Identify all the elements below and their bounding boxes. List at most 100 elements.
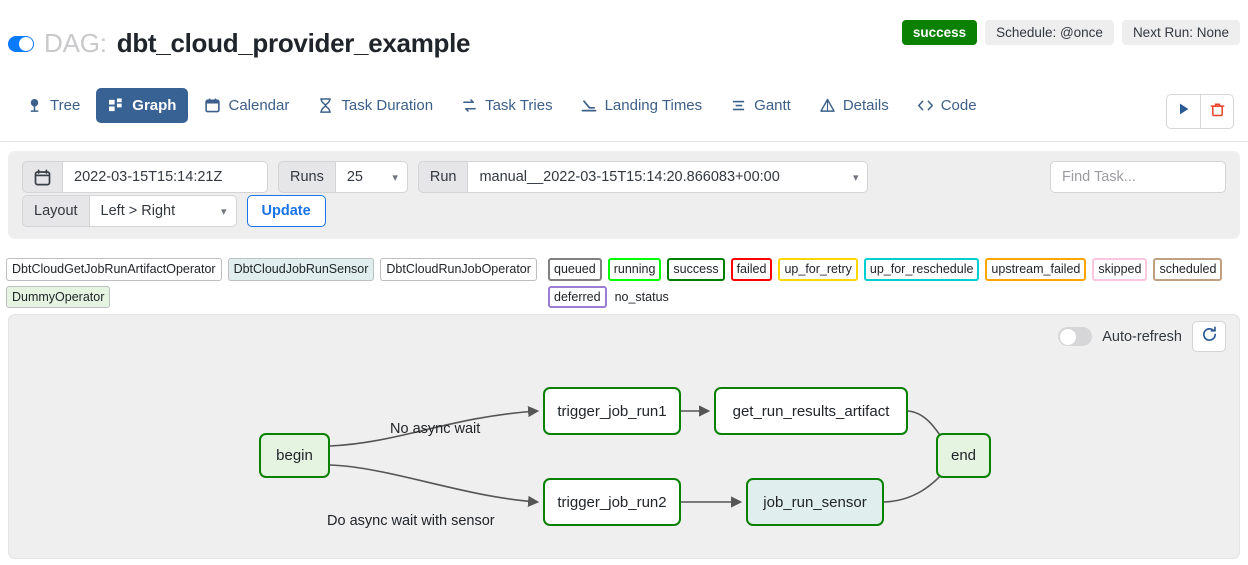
layout-select[interactable]: Left > Right ▾ (89, 195, 237, 227)
chevron-down-icon: ▾ (221, 205, 227, 218)
hourglass-icon (317, 97, 334, 114)
tab-label: Details (842, 97, 889, 114)
layout-label: Layout (22, 195, 90, 227)
refresh-button[interactable] (1192, 321, 1226, 352)
graph-icon (108, 97, 125, 114)
filter-row-bottom: Layout Left > Right ▾ Update (22, 195, 326, 227)
chevron-down-icon: ▾ (392, 171, 398, 184)
layout-group: Layout Left > Right ▾ (22, 195, 237, 227)
code-icon (917, 97, 934, 114)
graph-canvas[interactable]: begin trigger_job_run1 get_run_results_a… (9, 315, 1239, 558)
tab-label: Task Tries (485, 97, 553, 114)
num-runs-select[interactable]: 25 ▾ (335, 161, 408, 193)
task-node-end[interactable]: end (936, 433, 991, 478)
dag-action-buttons (1166, 94, 1234, 129)
legend: DbtCloudGetJobRunArtifactOperator DbtClo… (0, 256, 1248, 308)
legend-state-skipped[interactable]: skipped (1092, 258, 1148, 281)
task-node-label: begin (276, 447, 313, 464)
legend-state-success[interactable]: success (667, 258, 725, 281)
edge-begin-to-trigger2 (329, 464, 540, 507)
tab-gantt[interactable]: Gantt (718, 88, 803, 123)
edge-label-do-async-wait-with-sensor: Do async wait with sensor (327, 513, 495, 529)
legend-state-scheduled[interactable]: scheduled (1153, 258, 1223, 281)
legend-state-up-for-reschedule[interactable]: up_for_reschedule (863, 258, 980, 281)
num-runs-value: 25 (346, 169, 363, 185)
tab-landing-times[interactable]: Landing Times (569, 88, 715, 123)
task-node-label: get_run_results_artifact (732, 402, 890, 420)
tab-label: Code (940, 97, 977, 114)
delete-dag-button[interactable] (1200, 95, 1233, 128)
tab-label: Landing Times (604, 97, 703, 114)
play-icon (1177, 102, 1191, 121)
legend-state-queued[interactable]: queued (548, 258, 602, 281)
legend-state-no-status[interactable]: no_status (614, 289, 669, 304)
edge-begin-to-trigger1 (329, 406, 540, 447)
trigger-dag-button[interactable] (1167, 95, 1200, 128)
tab-label: Tree (50, 97, 81, 114)
auto-refresh-toggle[interactable] (1058, 327, 1093, 346)
task-node-label: trigger_job_run2 (557, 493, 667, 511)
dag-run-select[interactable]: manual__2022-03-15T15:14:20.866083+00:00… (468, 161, 869, 193)
dag-pause-toggle[interactable] (8, 35, 34, 52)
update-button[interactable]: Update (246, 195, 326, 227)
calendar-icon (204, 97, 221, 114)
edge-label-no-async-wait: No async wait (390, 421, 481, 437)
tab-task-tries[interactable]: Task Tries (449, 88, 565, 123)
tab-label: Calendar (228, 97, 290, 114)
tab-calendar[interactable]: Calendar (192, 88, 301, 123)
task-node-get-run-results-artifact[interactable]: get_run_results_artifact (714, 387, 908, 435)
tab-bar: Tree Graph Calendar Task Duration (0, 82, 1248, 142)
calendar-picker-button[interactable] (22, 161, 63, 193)
tree-icon (26, 97, 43, 114)
tab-label: Gantt (754, 97, 791, 114)
tab-code[interactable]: Code (905, 88, 989, 123)
dag-run-value: manual__2022-03-15T15:14:20.866083+00:00 (479, 169, 780, 185)
legend-state-failed[interactable]: failed (730, 258, 773, 281)
num-runs-group: Runs 25 ▾ (278, 161, 408, 193)
trash-icon (1210, 102, 1225, 122)
retry-icon (461, 97, 478, 114)
tab-task-duration[interactable]: Task Duration (305, 88, 445, 123)
legend-states: queued running success failed up_for_ret… (548, 258, 1246, 308)
next-run-badge: Next Run: None (1121, 20, 1240, 45)
legend-operator-chip[interactable]: DbtCloudGetJobRunArtifactOperator (6, 258, 222, 281)
auto-refresh-label: Auto-refresh (1102, 328, 1182, 345)
tab-label: Task Duration (341, 97, 434, 114)
legend-state-deferred[interactable]: deferred (548, 285, 607, 308)
runs-label: Runs (278, 161, 336, 193)
tab-tree[interactable]: Tree (14, 88, 92, 123)
task-node-begin[interactable]: begin (259, 433, 330, 478)
schedule-badge: Schedule: @once (985, 20, 1114, 45)
legend-operator-chip[interactable]: DummyOperator (6, 285, 111, 308)
legend-state-up-for-retry[interactable]: up_for_retry (778, 258, 858, 281)
task-node-label: end (950, 447, 977, 464)
tab-details[interactable]: Details (807, 88, 901, 123)
dag-label: DAG: (44, 28, 107, 58)
run-select-group: Run manual__2022-03-15T15:14:20.866083+0… (417, 161, 869, 193)
graph-toolbar: Auto-refresh (1058, 321, 1226, 352)
task-node-label: job_run_sensor (763, 493, 867, 511)
refresh-icon (1201, 325, 1218, 348)
chevron-down-icon: ▾ (852, 171, 859, 184)
graph-panel: Auto-refresh (8, 314, 1240, 559)
triangle-icon (819, 97, 836, 114)
legend-state-running[interactable]: running (607, 258, 662, 281)
tab-graph[interactable]: Graph (96, 88, 189, 123)
status-badge: success (901, 20, 978, 45)
find-task-input[interactable]: Find Task... (1050, 161, 1226, 193)
task-node-label: trigger_job_run1 (557, 402, 667, 420)
legend-state-upstream-failed[interactable]: upstream_failed (985, 258, 1087, 281)
task-node-trigger-job-run1[interactable]: trigger_job_run1 (543, 387, 681, 435)
task-node-job-run-sensor[interactable]: job_run_sensor (746, 478, 884, 526)
legend-operator-chip[interactable]: DbtCloudJobRunSensor (227, 258, 375, 281)
dag-title: DAG: dbt_cloud_provider_example (8, 28, 470, 59)
header-badges: success Schedule: @once Next Run: None (901, 20, 1240, 45)
execution-date-input[interactable]: 2022-03-15T15:14:21Z (63, 161, 268, 193)
execution-date-group: 2022-03-15T15:14:21Z (22, 161, 268, 193)
dag-name: dbt_cloud_provider_example (116, 28, 471, 58)
layout-value: Left > Right (100, 203, 176, 219)
legend-operators: DbtCloudGetJobRunArtifactOperator DbtClo… (6, 258, 546, 308)
legend-operator-chip[interactable]: DbtCloudRunJobOperator (380, 258, 537, 281)
task-node-trigger-job-run2[interactable]: trigger_job_run2 (543, 478, 681, 526)
